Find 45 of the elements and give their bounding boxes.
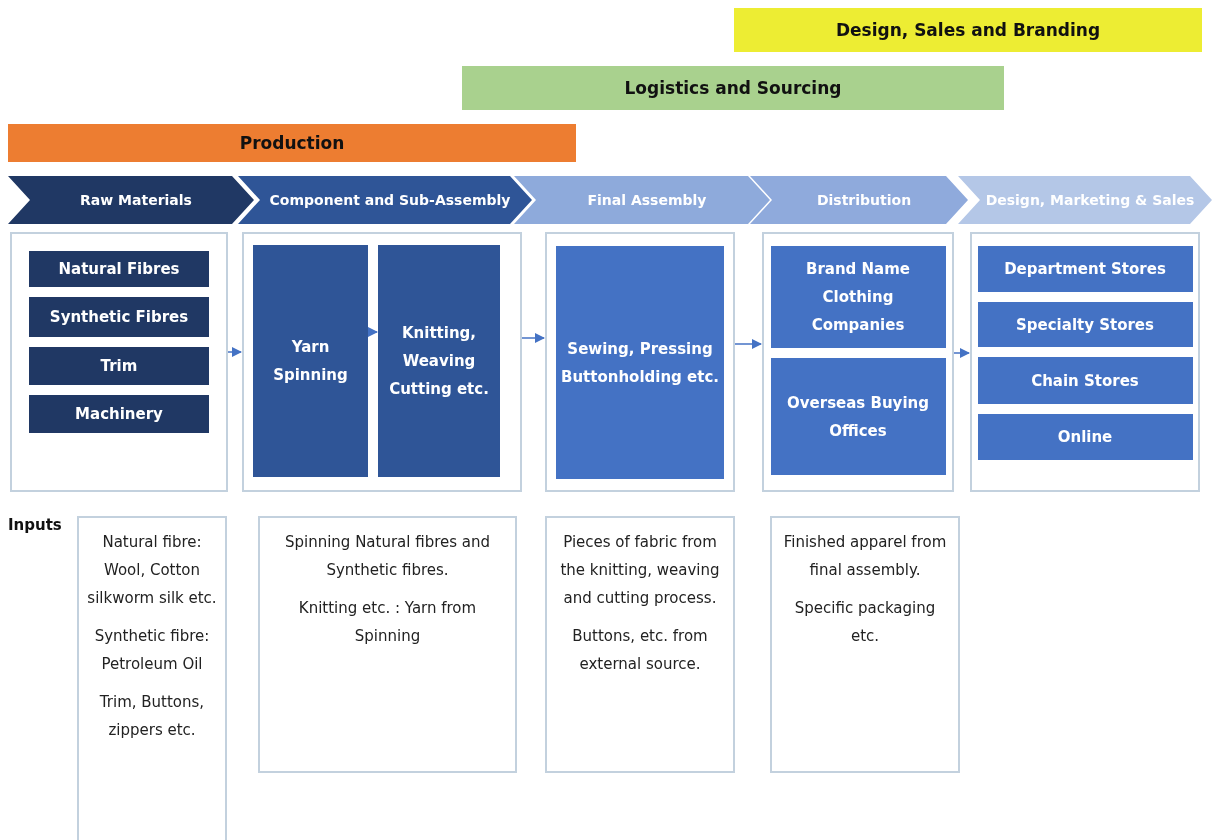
phase-bar: Logistics and Sourcing: [462, 66, 1004, 110]
stage-panel: [762, 232, 954, 492]
stage-label: Raw Materials: [79, 191, 193, 209]
note-text: Trim, Buttons, zippers etc.: [98, 692, 206, 741]
process-box: Synthetic Fibres: [29, 297, 209, 337]
process-box: Knitting, Weaving Cutting etc.: [378, 245, 500, 477]
process-box: Specialty Stores: [977, 302, 1193, 347]
process-box: Chain Stores: [977, 357, 1193, 404]
stage-label: Component and Sub-Assembly: [268, 191, 512, 209]
phase-bar: Design, Sales and Branding: [734, 8, 1202, 52]
process-box: Trim: [29, 347, 209, 385]
note-text: Spinning Natural fibres and Synthetic fibres.: [283, 532, 492, 581]
process-box: Overseas Buying Offices: [770, 358, 946, 475]
note-text: Pieces of fabric from the knitting, weaving and cutting process.: [559, 532, 721, 609]
arrow: [521, 333, 545, 343]
process-box: Yarn Spinning: [253, 245, 368, 477]
note-text: Buttons, etc. from external source.: [571, 626, 709, 675]
note-text: Finished apparel from final assembly.: [782, 532, 948, 581]
process-box: Brand Name Clothing Companies: [770, 246, 946, 348]
arrow: [367, 327, 378, 337]
stage-label: Distribution: [815, 191, 913, 209]
process-box: Sewing, Pressing Buttonholding etc.: [556, 246, 724, 479]
process-box: Department Stores: [977, 246, 1193, 292]
note-text: Natural fibre: Wool, Cotton silkworm silk etc.: [87, 532, 217, 609]
arrow: [227, 347, 242, 357]
input-note-card: [545, 516, 735, 773]
stage-panel: [10, 232, 228, 492]
stage-panel: [242, 232, 522, 492]
stage-panel: [970, 232, 1200, 492]
input-note-card: [258, 516, 517, 773]
input-note-card: [77, 516, 227, 840]
process-box: Natural Fibres: [29, 251, 209, 287]
phase-bar: Production: [8, 124, 576, 162]
process-box: Machinery: [29, 395, 209, 433]
note-text: Specific packaging etc.: [793, 598, 937, 647]
note-text: Synthetic fibre: Petroleum Oil: [93, 626, 211, 675]
row-label: Inputs: [8, 516, 62, 534]
arrow: [734, 339, 762, 349]
stage-panel: [545, 232, 735, 492]
process-box: Online: [977, 414, 1193, 460]
arrow: [953, 348, 970, 358]
input-note-card: [770, 516, 960, 773]
stage-label: Design, Marketing & Sales: [984, 191, 1196, 209]
stage-label: Final Assembly: [586, 191, 708, 209]
note-text: Knitting etc. : Yarn from Spinning: [297, 598, 478, 647]
